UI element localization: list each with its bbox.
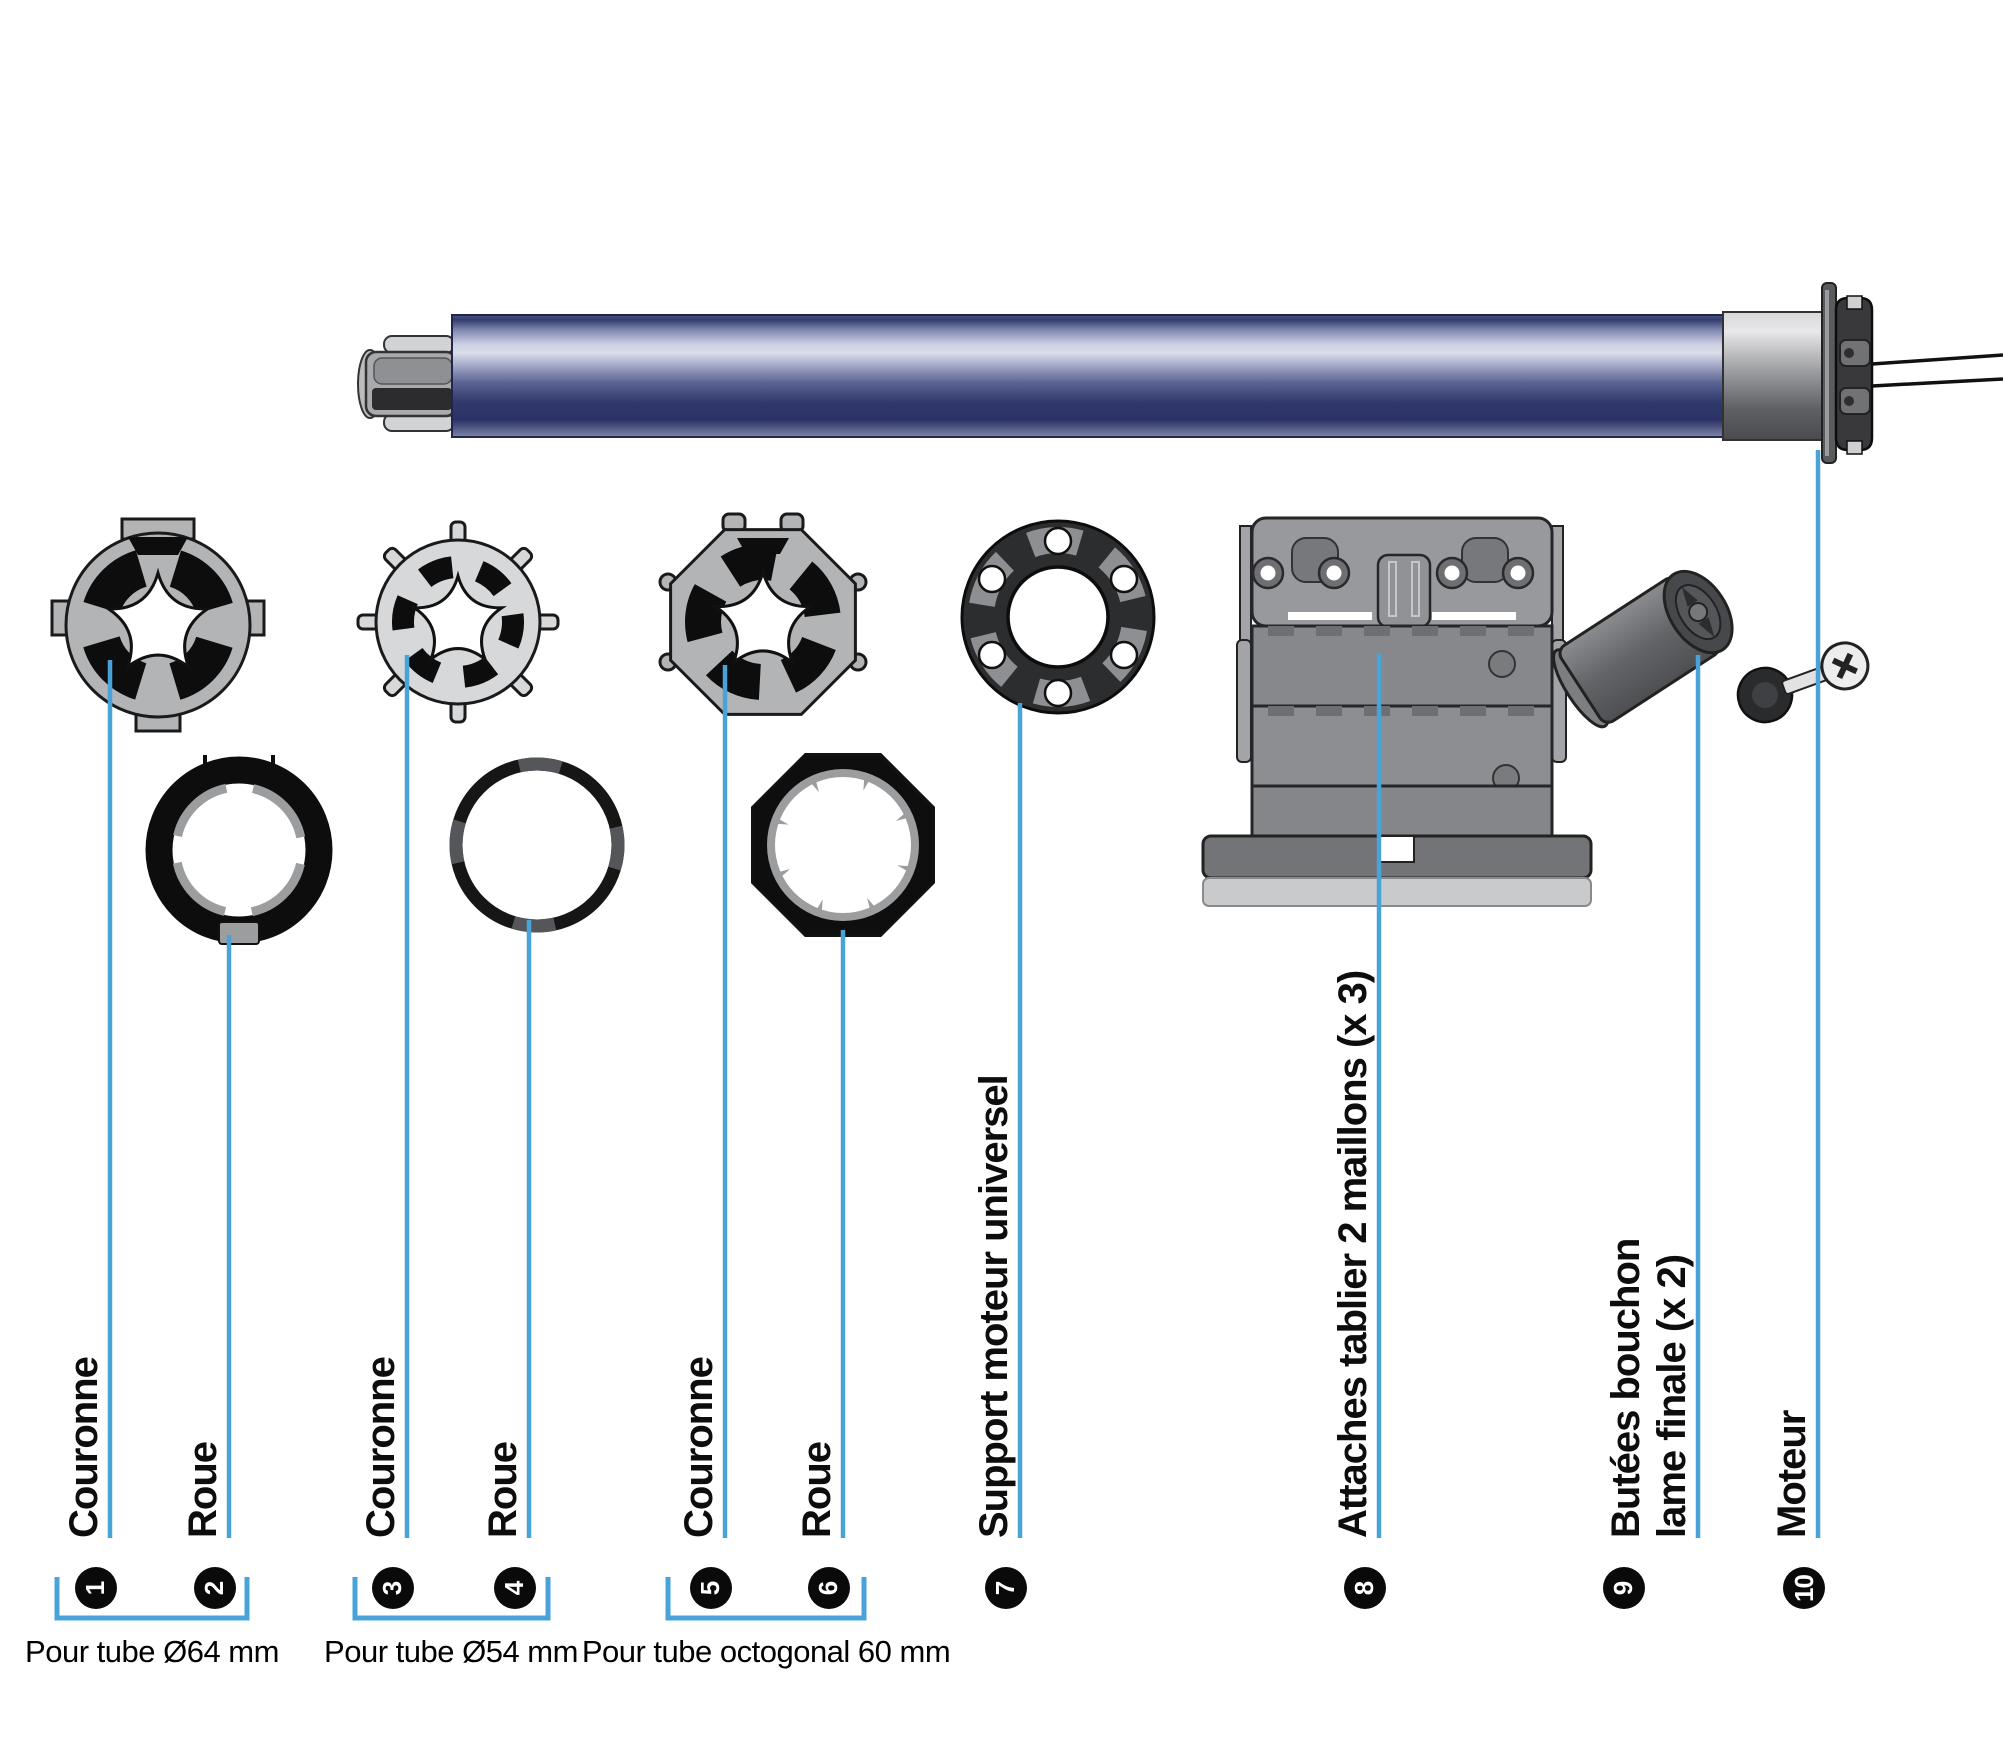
callout-number-4: 4: [494, 1567, 536, 1609]
callout-number-10: 10: [1783, 1567, 1825, 1609]
group-bracket-1: [54, 1577, 250, 1621]
callout-number-9: 9: [1603, 1567, 1645, 1609]
callout-lines: [107, 450, 1821, 1538]
callout-label-2: Roue: [181, 1442, 225, 1538]
callout-number-2: 2: [194, 1567, 236, 1609]
group-caption-3: Pour tube octogonal 60 mm: [581, 1634, 951, 1669]
callout-label-1: Couronne: [62, 1357, 106, 1538]
callout-number-3: 3: [372, 1567, 414, 1609]
crown-54-adapter: [356, 520, 560, 724]
callout-label-7: Support moteur universel: [972, 1075, 1016, 1538]
end-stop-cap: [1552, 569, 1870, 729]
callout-number-6: 6: [808, 1567, 850, 1609]
group-caption-2: Pour tube Ø54 mm: [324, 1634, 578, 1669]
group-caption-1: Pour tube Ø64 mm: [25, 1634, 279, 1669]
callout-label-4: Roue: [481, 1442, 525, 1538]
callout-label-9: Butées bouchon lame finale (x 2): [1604, 1238, 1694, 1538]
wheel-64-adapter: [145, 755, 333, 945]
screw: [1736, 641, 1870, 724]
wheel-54-adapter: [449, 757, 625, 933]
group-brackets: [54, 1577, 867, 1621]
callout-number-8: 8: [1344, 1567, 1386, 1609]
crown-64-adapter: [50, 517, 266, 733]
group-bracket-2: [352, 1577, 551, 1621]
callout-label-8: Attaches tablier 2 maillons (x 3): [1331, 970, 1375, 1538]
callout-label-6: Roue: [795, 1442, 839, 1538]
wheel-oct60-adapter: [751, 753, 935, 937]
callout-label-5: Couronne: [677, 1357, 721, 1538]
callout-number-5: 5: [690, 1567, 732, 1609]
group-bracket-3: [665, 1577, 867, 1621]
crown-oct60-adapter: [658, 512, 868, 716]
shutter-attachment-links: [1201, 516, 1593, 907]
callout-label-3: Couronne: [359, 1357, 403, 1538]
callout-number-1: 1: [75, 1567, 117, 1609]
callout-label-10: Moteur: [1770, 1410, 1814, 1538]
callout-number-7: 7: [985, 1567, 1027, 1609]
tubular-motor: [357, 282, 2003, 464]
motor-cable: [1871, 353, 2003, 366]
universal-motor-support: [960, 519, 1156, 715]
